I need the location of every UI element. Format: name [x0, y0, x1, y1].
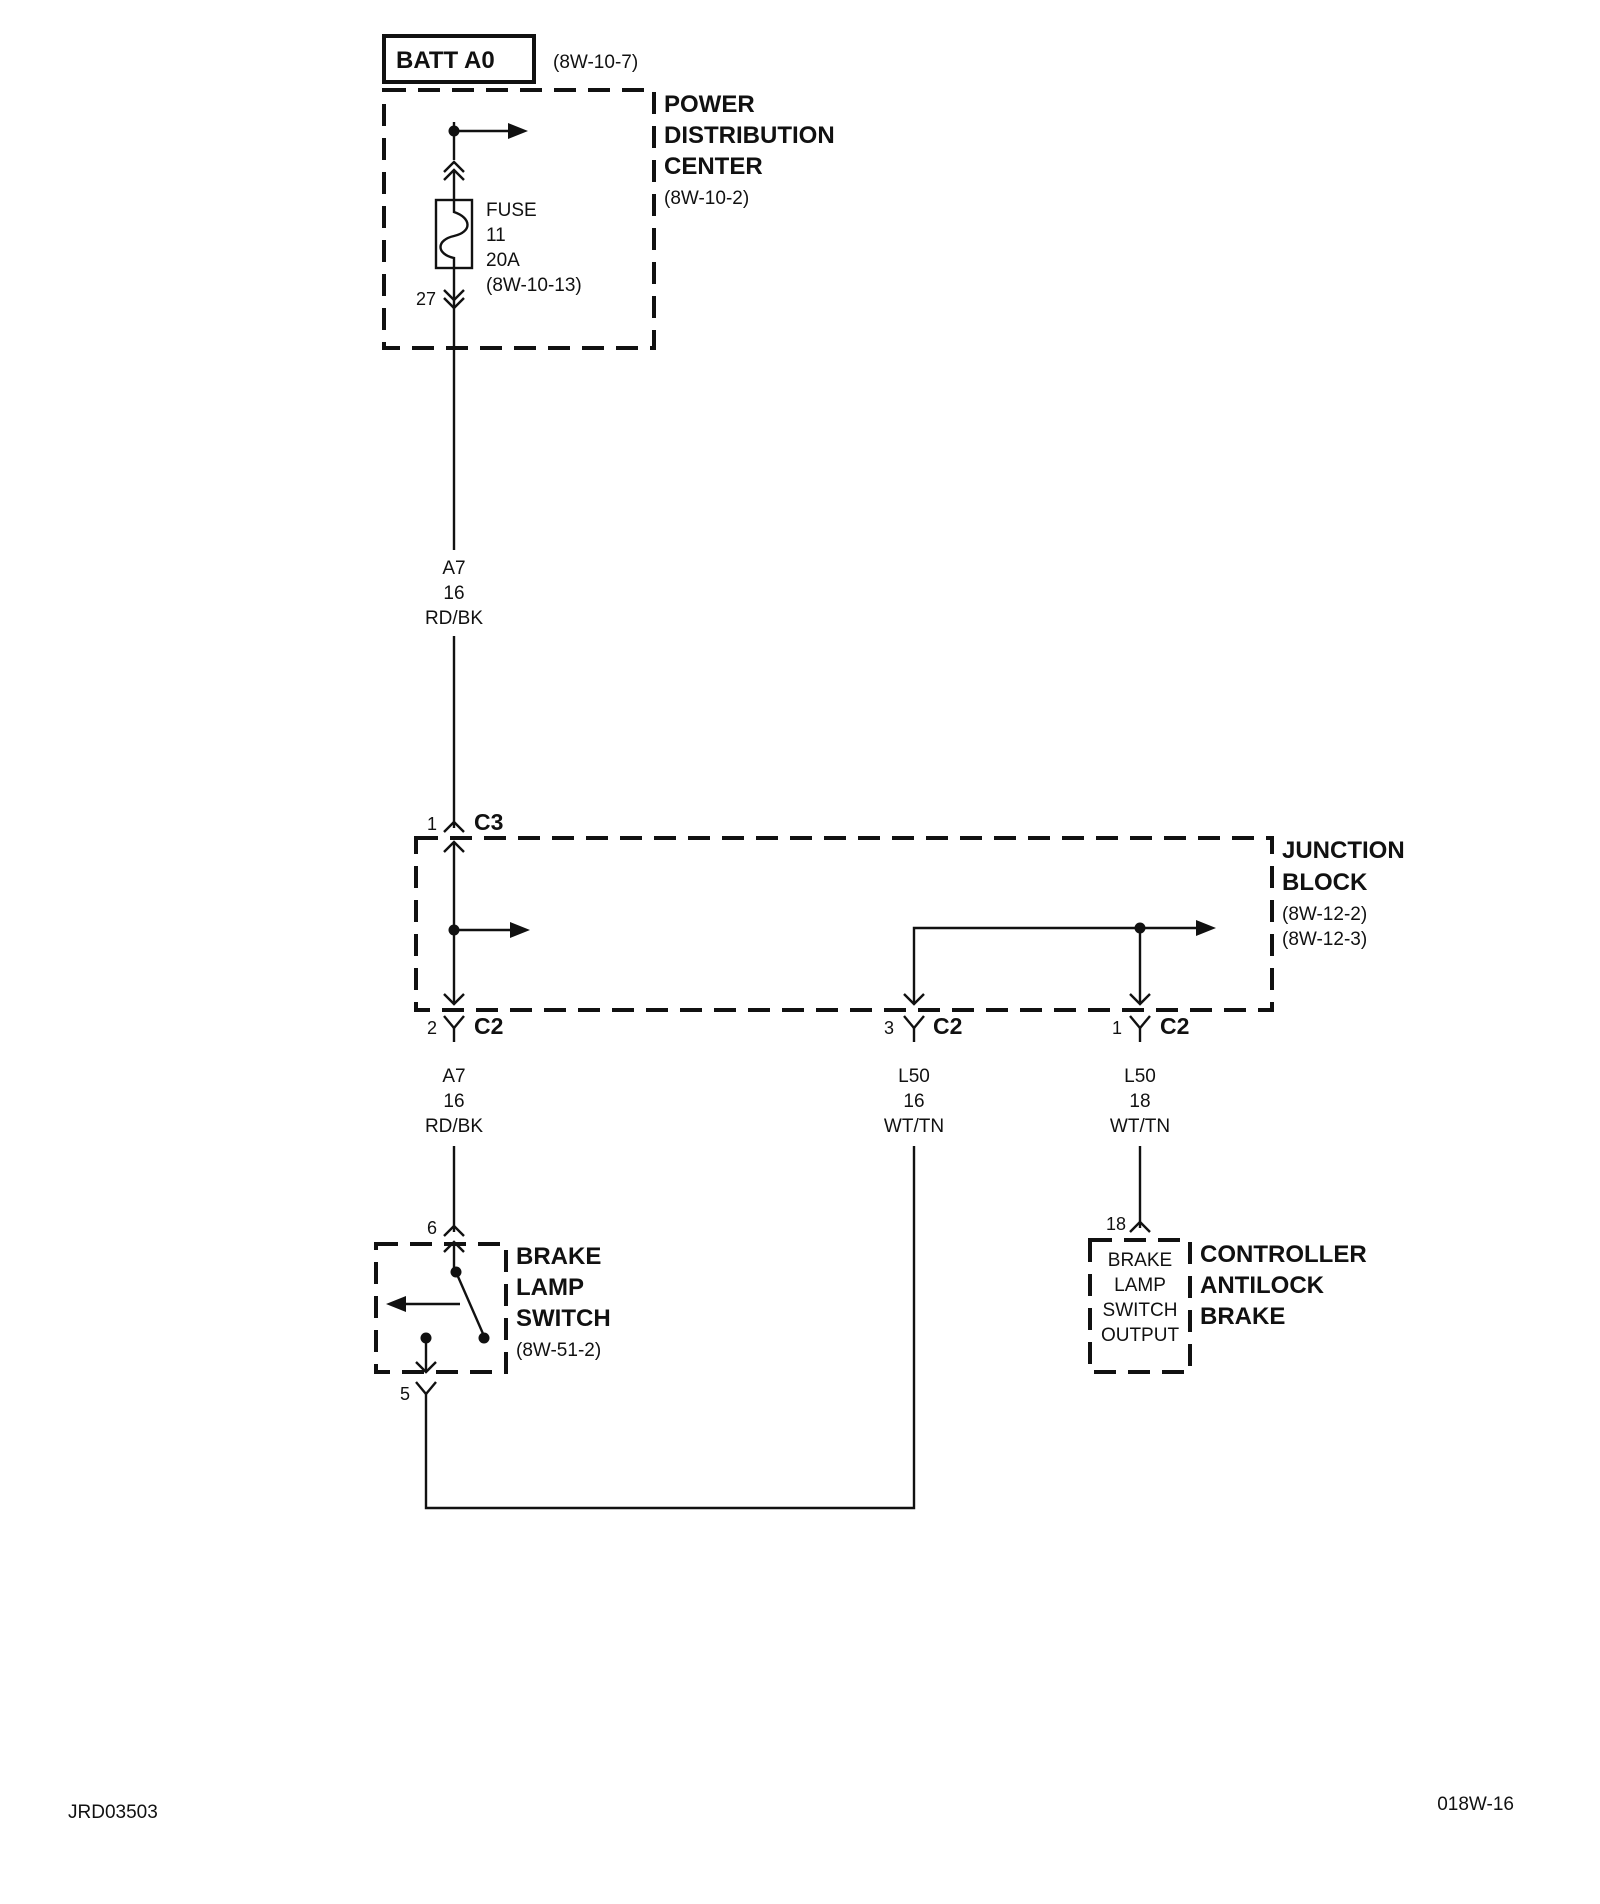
c2-right-name: C2 — [1160, 1013, 1189, 1039]
pdc-branch-arrow — [508, 123, 528, 139]
pdc-fuse-out-chevron-1 — [443, 289, 465, 302]
wire-a7-bottom-circuit: A7 — [442, 1066, 465, 1087]
junction-block-outline — [414, 836, 1274, 1012]
fuse-label-line2: 11 — [486, 225, 506, 246]
cab-inner-line4: OUTPUT — [1101, 1325, 1180, 1346]
jb-branch-arrow-left — [510, 922, 530, 938]
wire-a7-top-gauge: 16 — [443, 583, 464, 604]
c2-left-pin: 2 — [427, 1018, 437, 1038]
battery-ref: (8W-10-7) — [553, 52, 638, 73]
bls-branch-arrow — [386, 1296, 406, 1312]
cab-connector-icon — [1129, 1220, 1151, 1233]
wire-l50-right-gauge: 18 — [1129, 1091, 1150, 1112]
wire-l50-right-color: WT/TN — [1110, 1116, 1170, 1137]
c3-connector-icon — [443, 820, 465, 833]
c3-pin: 1 — [427, 814, 437, 834]
pdc-outline — [382, 88, 656, 350]
junction-block-title-line2: BLOCK — [1282, 869, 1368, 896]
wire-l50-mid — [424, 1146, 916, 1510]
c2-right-pin: 1 — [1112, 1018, 1122, 1038]
controller-outline — [1088, 1238, 1192, 1374]
c2-right-connector-icon — [1129, 1015, 1151, 1030]
junction-block-title-line1: JUNCTION — [1282, 837, 1405, 864]
c2-mid-pin: 3 — [884, 1018, 894, 1038]
fuse-ref: (8W-10-13) — [486, 275, 582, 296]
fuse-label-line1: FUSE — [486, 200, 537, 221]
wire-l50-mid-color: WT/TN — [884, 1116, 944, 1137]
junction-block-ref1: (8W-12-2) — [1282, 904, 1367, 925]
c2-mid-connector-icon — [903, 1015, 925, 1030]
bls-contact-right — [478, 1332, 490, 1344]
wire-a7-top-color: RD/BK — [425, 608, 483, 629]
footer-left-code: JRD03503 — [68, 1802, 158, 1823]
wire-l50-mid-circuit: L50 — [898, 1066, 930, 1087]
c2-mid-name: C2 — [933, 1013, 962, 1039]
wire-a7-bottom-gauge: 16 — [443, 1091, 464, 1112]
bls-switch-arm — [454, 1271, 486, 1337]
wire-a7-bottom-color: RD/BK — [425, 1116, 483, 1137]
bls-top-connector-icon — [443, 1224, 465, 1237]
cab-inner-line1: BRAKE — [1108, 1250, 1172, 1271]
jb-branch-arrow-right — [1196, 920, 1216, 936]
bls-pin-top: 6 — [427, 1218, 437, 1238]
controller-title-line1: CONTROLLER — [1200, 1241, 1367, 1268]
bls-title-line2: LAMP — [516, 1274, 584, 1301]
battery-box — [382, 34, 536, 84]
cab-inner-line2: LAMP — [1114, 1275, 1166, 1296]
brake-lamp-switch-outline — [374, 1242, 508, 1374]
bls-bottom-connector-icon — [415, 1381, 437, 1396]
footer-right-code: 018W-16 — [1437, 1794, 1514, 1815]
c2-left-name: C2 — [474, 1013, 503, 1039]
wire-a7-top-circuit: A7 — [442, 558, 465, 579]
bls-title-line3: SWITCH — [516, 1305, 611, 1332]
cab-pin: 18 — [1106, 1214, 1126, 1234]
pdc-title-line2: DISTRIBUTION — [664, 122, 835, 149]
c2-left-connector-icon — [443, 1015, 465, 1030]
pdc-pin: 27 — [416, 289, 436, 309]
cab-inner-line3: SWITCH — [1103, 1300, 1178, 1321]
controller-title-line2: ANTILOCK — [1200, 1272, 1325, 1299]
bls-title-line1: BRAKE — [516, 1243, 601, 1270]
battery-label: BATT A0 — [396, 47, 495, 74]
jb-bus-right — [912, 926, 1196, 1004]
fuse-label-line3: 20A — [486, 250, 520, 271]
bls-pin-bottom: 5 — [400, 1384, 410, 1404]
pdc-fuse-in-chevron-1 — [443, 160, 465, 173]
pdc-ref: (8W-10-2) — [664, 188, 749, 209]
fuse-element — [439, 200, 469, 268]
junction-block-ref2: (8W-12-3) — [1282, 929, 1367, 950]
pdc-title-line1: POWER — [664, 91, 755, 118]
c3-name: C3 — [474, 809, 503, 835]
pdc-title-line3: CENTER — [664, 153, 763, 180]
wire-l50-right-circuit: L50 — [1124, 1066, 1156, 1087]
bls-ref: (8W-51-2) — [516, 1340, 601, 1361]
controller-title-line3: BRAKE — [1200, 1303, 1285, 1330]
wire-l50-mid-gauge: 16 — [903, 1091, 924, 1112]
